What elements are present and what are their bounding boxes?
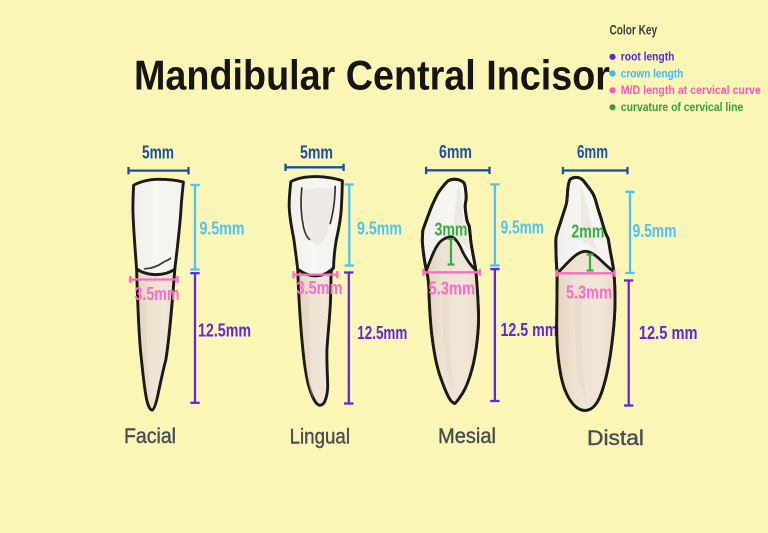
svg-text:3.5mm: 3.5mm [297, 278, 343, 298]
svg-text:Color Key: Color Key [610, 22, 658, 38]
svg-text:12.5 mm: 12.5 mm [501, 320, 558, 340]
svg-text:Mesial: Mesial [438, 425, 496, 448]
svg-text:12.5mm: 12.5mm [357, 323, 407, 343]
svg-text:6mm: 6mm [439, 142, 472, 162]
svg-text:12.5 mm: 12.5 mm [639, 323, 698, 343]
svg-text:3mm: 3mm [435, 220, 468, 240]
svg-text:root length: root length [621, 50, 675, 64]
svg-text:9.5mm: 9.5mm [501, 218, 544, 238]
svg-text:9.5mm: 9.5mm [633, 221, 677, 241]
svg-text:3.5mm: 3.5mm [135, 284, 180, 304]
svg-text:9.5mm: 9.5mm [200, 219, 245, 239]
svg-text:curvature of cervical line: curvature of cervical line [621, 100, 744, 114]
svg-text:5.3mm: 5.3mm [429, 279, 476, 299]
svg-text:5mm: 5mm [300, 142, 333, 162]
svg-text:12.5mm: 12.5mm [198, 321, 251, 341]
svg-text:5.3mm: 5.3mm [566, 283, 612, 303]
svg-text:Mandibular Central Incisor: Mandibular Central Incisor [134, 52, 610, 99]
svg-text:5mm: 5mm [142, 142, 174, 162]
svg-text:9.5mm: 9.5mm [357, 219, 402, 239]
svg-text:2mm: 2mm [571, 222, 604, 242]
svg-text:Facial: Facial [124, 425, 176, 448]
svg-text:Distal: Distal [587, 427, 644, 450]
svg-text:M/D length at cervical curve: M/D length at cervical curve [621, 83, 761, 97]
svg-text:crown length: crown length [621, 66, 683, 80]
svg-text:6mm: 6mm [577, 142, 608, 162]
svg-text:Lingual: Lingual [290, 426, 350, 449]
